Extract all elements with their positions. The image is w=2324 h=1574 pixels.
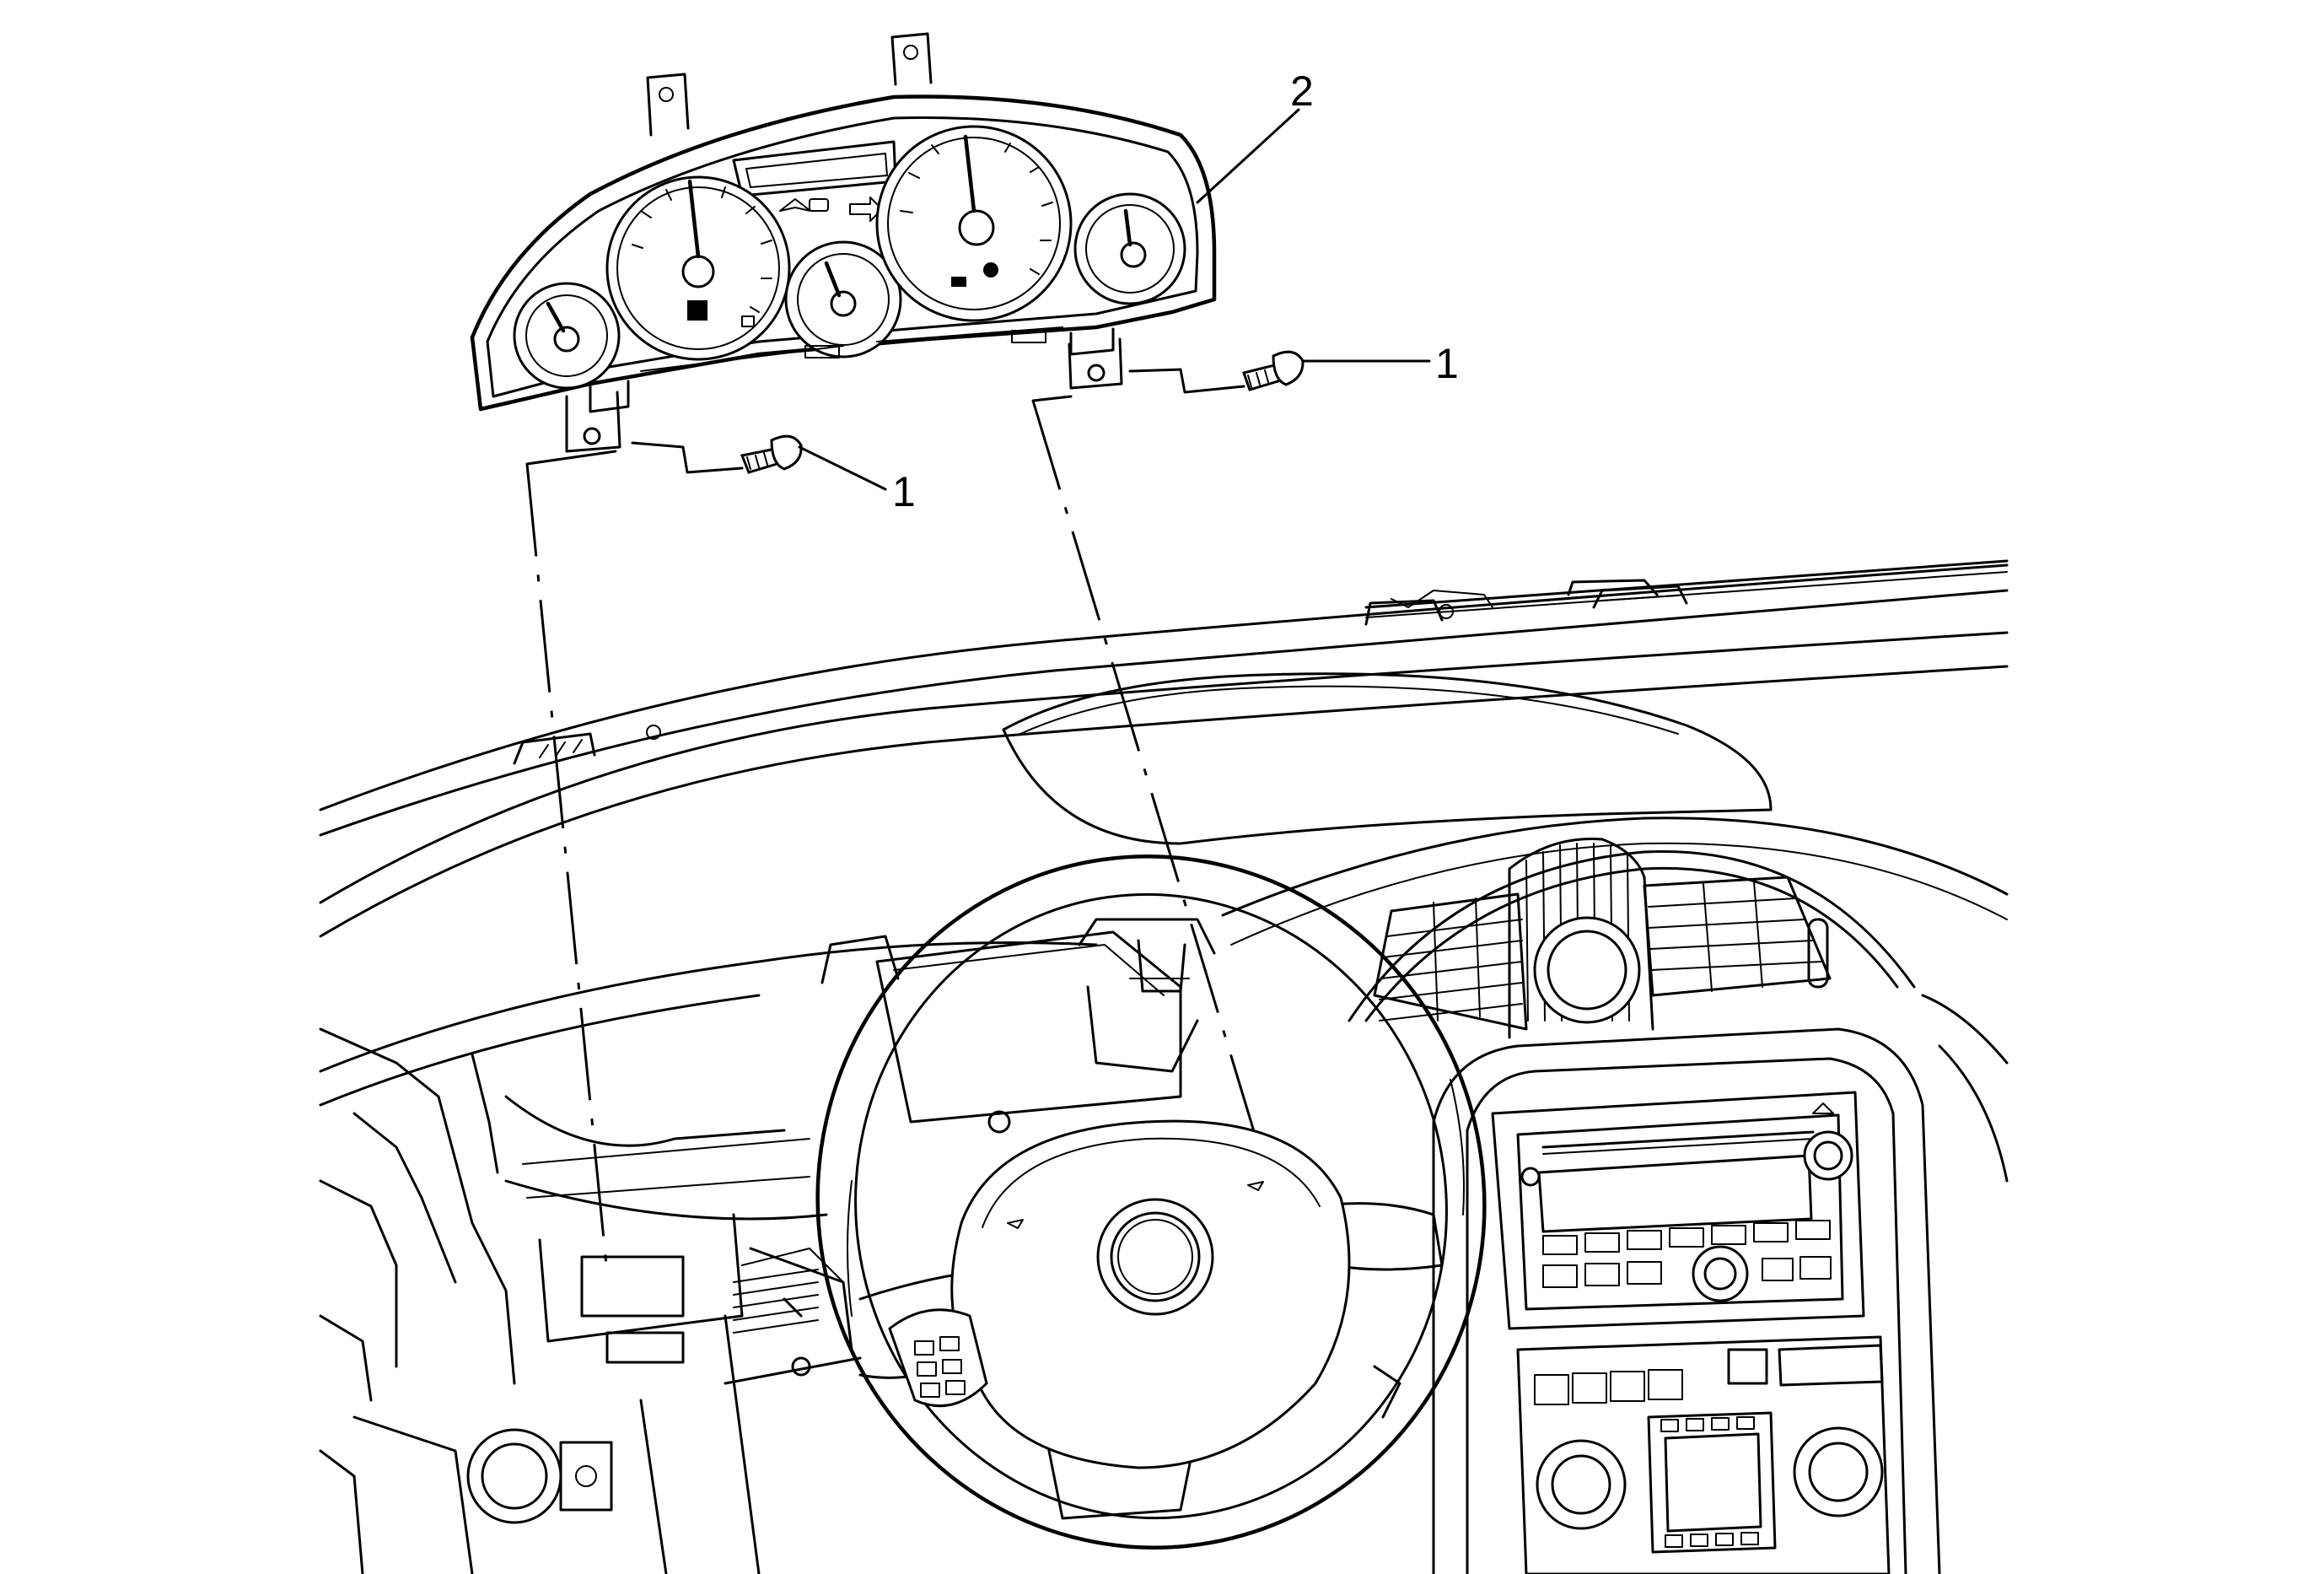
windshield-frame [1364,559,2009,618]
steering-wheel [815,854,1487,1550]
alignment-lines [525,395,1296,1275]
bolt-left [631,434,803,474]
callout-bolt-right: 1 [1435,340,1459,387]
instrument-panel [319,563,2009,1574]
instrument-cluster [470,32,1217,453]
bolt-right [1128,350,1305,394]
leader-lines [798,108,1431,491]
center-stack [1348,837,2009,1574]
callout-cluster: 2 [1290,67,1314,115]
callout-bolt-left: 1 [892,468,916,515]
